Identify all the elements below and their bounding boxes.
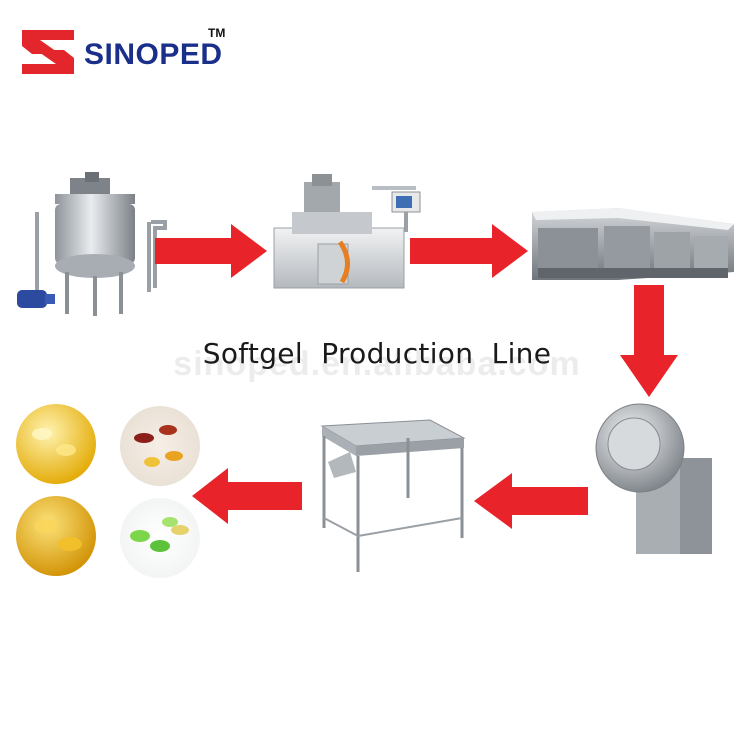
tumble-dryer-icon: [532, 208, 734, 280]
arrow-step1-to-step2: [155, 224, 267, 278]
watermark-text: sinoped.en.alibaba.com: [173, 345, 581, 383]
mixing-tank-icon: [17, 172, 167, 316]
brand-trademark: TM: [208, 26, 226, 40]
polishing-pan-icon: [595, 403, 712, 554]
arrow-step2-to-step3: [410, 224, 528, 278]
arrow-step5-to-step6: [192, 468, 302, 524]
diagram-title: Softgel Production Line: [202, 337, 552, 370]
encapsulation-machine-icon: [273, 174, 421, 289]
softgel-capsules-icon: [16, 404, 200, 578]
arrow-step4-to-step5: [474, 473, 588, 529]
brand-logo: SINOPED TM: [20, 24, 240, 80]
sinoped-s-logo-icon: [22, 30, 74, 74]
arrow-step3-to-step4: [620, 285, 678, 397]
inspection-table-icon: [320, 419, 466, 572]
brand-name: SINOPED: [84, 38, 223, 71]
